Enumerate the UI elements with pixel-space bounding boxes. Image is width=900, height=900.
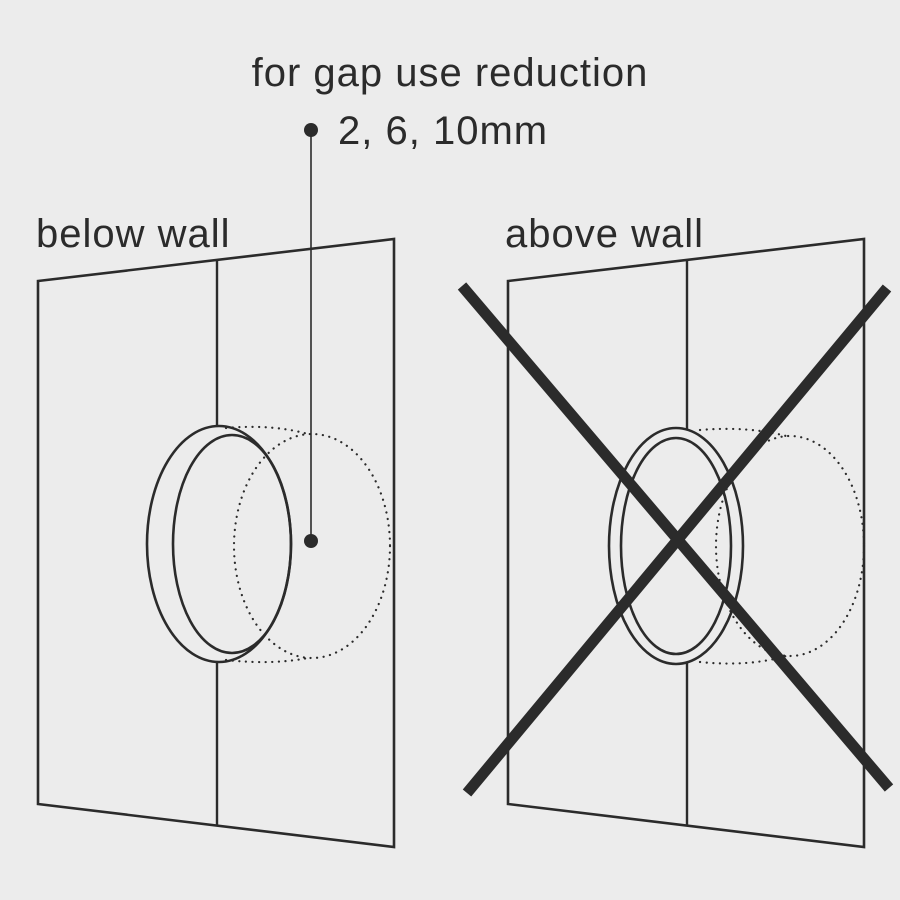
right-reduction-dotted-ellipse	[714, 434, 866, 658]
right-socket-outer-ellipse	[607, 426, 745, 666]
left-diagram-label: below wall	[36, 212, 231, 256]
annotation-measurements: 2, 6, 10mm	[338, 109, 548, 153]
left-socket-inner-ellipse	[171, 433, 293, 655]
right-diagram-label: above wall	[505, 212, 704, 256]
x-stroke-2	[462, 284, 892, 797]
leader-line-icon	[304, 123, 318, 548]
left-reduction-dotted-ellipse	[232, 432, 392, 660]
annotation-title: for gap use reduction	[252, 51, 649, 95]
right-wall-panel	[506, 237, 866, 849]
left-diagram-below-wall: below wall	[36, 212, 396, 849]
right-reduction-dotted-top-edge	[698, 427, 788, 438]
right-socket-inner-ellipse	[619, 436, 733, 656]
prohibition-x-icon	[457, 282, 894, 797]
left-wall-panel	[36, 237, 396, 849]
leader-end-dot	[304, 534, 318, 548]
right-diagram-above-wall: above wall	[457, 212, 894, 849]
leader-start-dot	[304, 123, 318, 137]
